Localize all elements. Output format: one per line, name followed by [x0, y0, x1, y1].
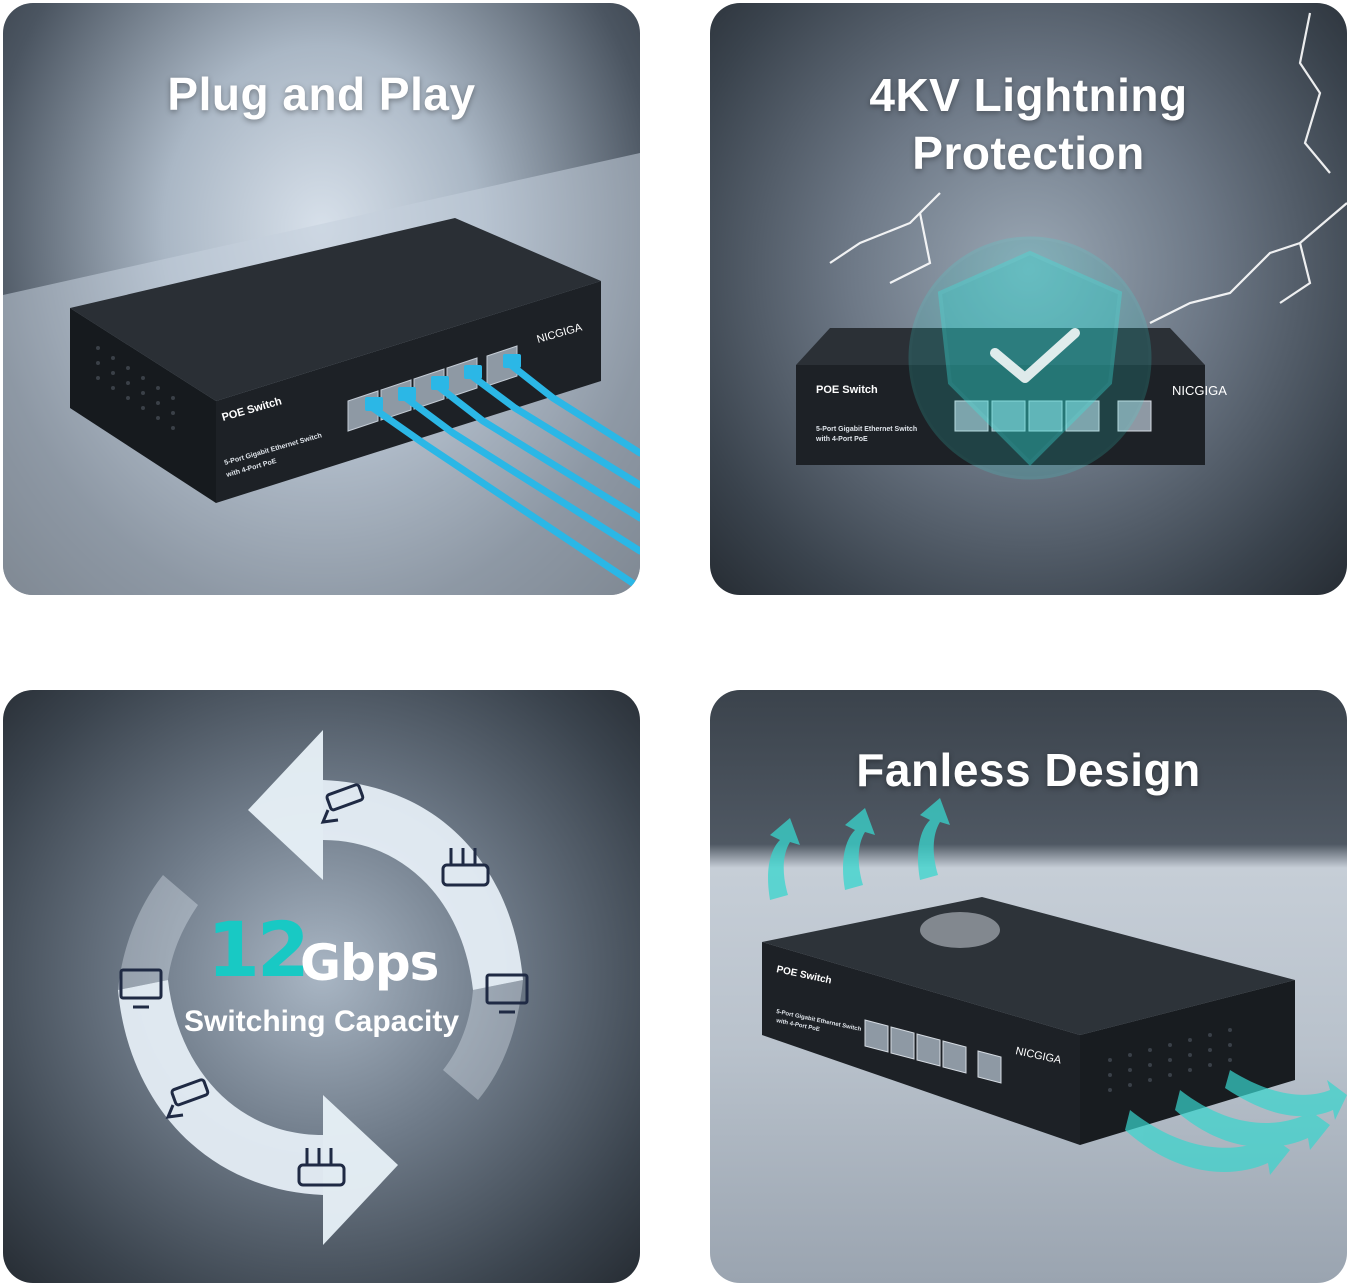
- monitor-icon: [485, 973, 529, 1014]
- device-label: POE Switch: [816, 384, 878, 396]
- fanless-illustration: POE Switch 5-Port Gigabit Ethernet Switc…: [762, 798, 1347, 1175]
- router-icon: [441, 848, 490, 887]
- camera-icon: [320, 783, 365, 824]
- device-desc-2: with 4-Port PoE: [815, 436, 868, 443]
- panel-fanless-design: Fanless Design POE Switch 5-Port Gigabit…: [710, 690, 1347, 1283]
- panel-title: Plug and Play: [167, 68, 476, 120]
- capacity-caption: Switching Capacity: [183, 1005, 460, 1038]
- airflow-arrow-icon: [768, 798, 950, 900]
- panel-switching-capacity: 12 Gbps Switching Capacity: [3, 690, 640, 1283]
- lightning-bolt-icon: [829, 12, 1347, 324]
- camera-icon: [165, 1078, 210, 1119]
- shield-check-icon: [937, 250, 1123, 466]
- capacity-unit: Gbps: [300, 934, 439, 992]
- lightning-illustration: POE Switch 5-Port Gigabit Ethernet Switc…: [796, 12, 1347, 480]
- device-brand: NICGIGA: [1172, 383, 1227, 398]
- panel-plug-and-play: Plug and Play: [3, 3, 640, 595]
- device-desc-1: 5-Port Gigabit Ethernet Switch: [816, 426, 917, 433]
- panel-title-line1: 4KV Lightning: [869, 69, 1188, 121]
- airflow-arrow-icon: [1125, 1070, 1347, 1175]
- monitor-icon: [119, 968, 163, 1009]
- router-icon: [297, 1148, 346, 1187]
- panel-title: Fanless Design: [856, 744, 1201, 796]
- panel-lightning-protection: 4KV Lightning Protection POE Switch 5-Po…: [710, 3, 1347, 595]
- switch-illustration: POE Switch 5-Port Gigabit Ethernet Switc…: [3, 153, 640, 595]
- capacity-value: 12: [207, 905, 310, 994]
- cycle-illustration: [118, 730, 529, 1245]
- panel-title-line2: Protection: [912, 127, 1145, 179]
